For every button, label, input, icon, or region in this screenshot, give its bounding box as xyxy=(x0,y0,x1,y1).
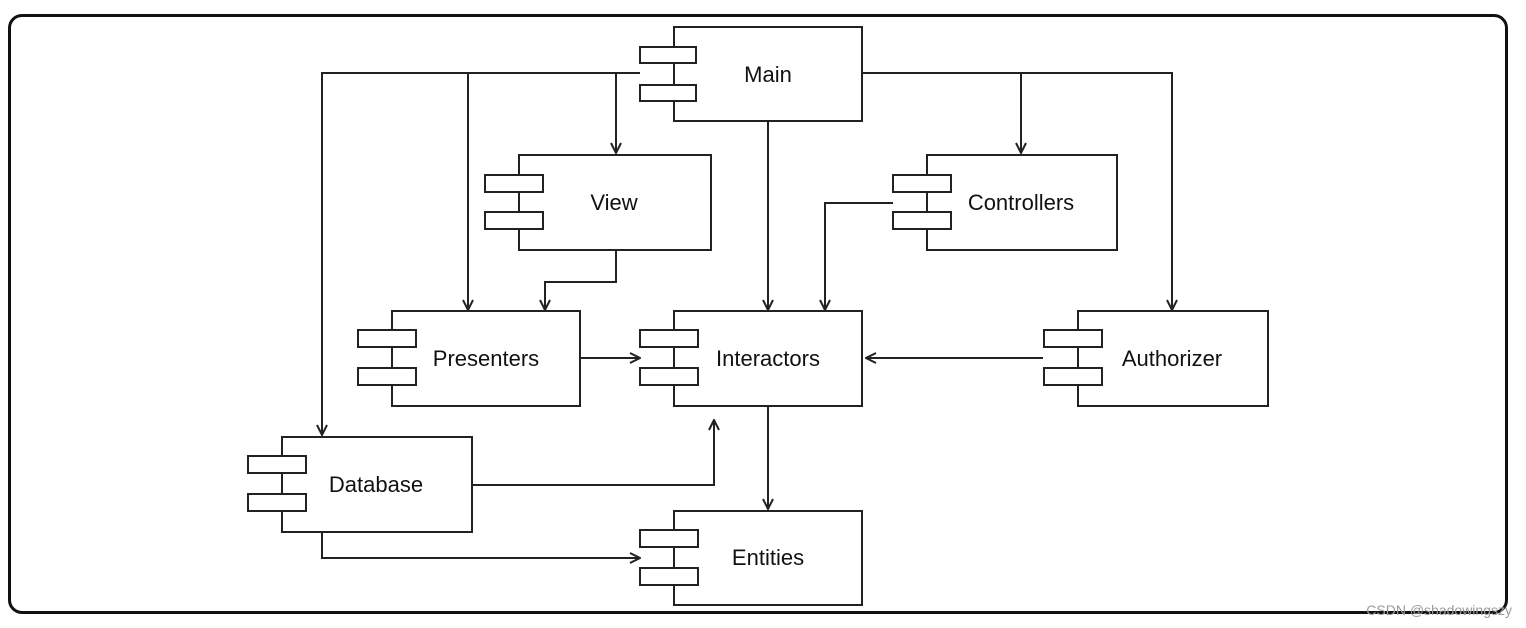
presenters-label: Presenters xyxy=(433,346,539,371)
interactors-label: Interactors xyxy=(716,346,820,371)
component-entities[interactable]: Entities xyxy=(639,510,863,606)
entities-label: Entities xyxy=(732,545,804,570)
component-presenters[interactable]: Presenters xyxy=(357,310,581,407)
component-database[interactable]: Database xyxy=(247,436,473,533)
edge-controllers-to-interactors xyxy=(825,202,893,310)
view-label: View xyxy=(590,190,637,215)
edge-main-to-database xyxy=(322,72,640,435)
watermark-text: CSDN @shadowingszy xyxy=(1366,602,1512,618)
edge-view-to-presenters xyxy=(545,250,617,310)
component-interactors[interactable]: Interactors xyxy=(639,310,863,407)
controllers-label: Controllers xyxy=(968,190,1074,215)
main-label: Main xyxy=(744,62,792,87)
edge-main-to-controllers xyxy=(862,72,1172,310)
database-label: Database xyxy=(329,472,423,497)
edges xyxy=(321,72,1172,558)
authorizer-label: Authorizer xyxy=(1122,346,1222,371)
component-main[interactable]: Main xyxy=(639,26,863,122)
component-view[interactable]: View xyxy=(484,154,712,251)
component-controllers[interactable]: Controllers xyxy=(892,154,1118,251)
edge-database-to-entities xyxy=(321,533,640,558)
component-authorizer[interactable]: Authorizer xyxy=(1043,310,1269,407)
edge-database-to-interactors xyxy=(472,420,714,486)
